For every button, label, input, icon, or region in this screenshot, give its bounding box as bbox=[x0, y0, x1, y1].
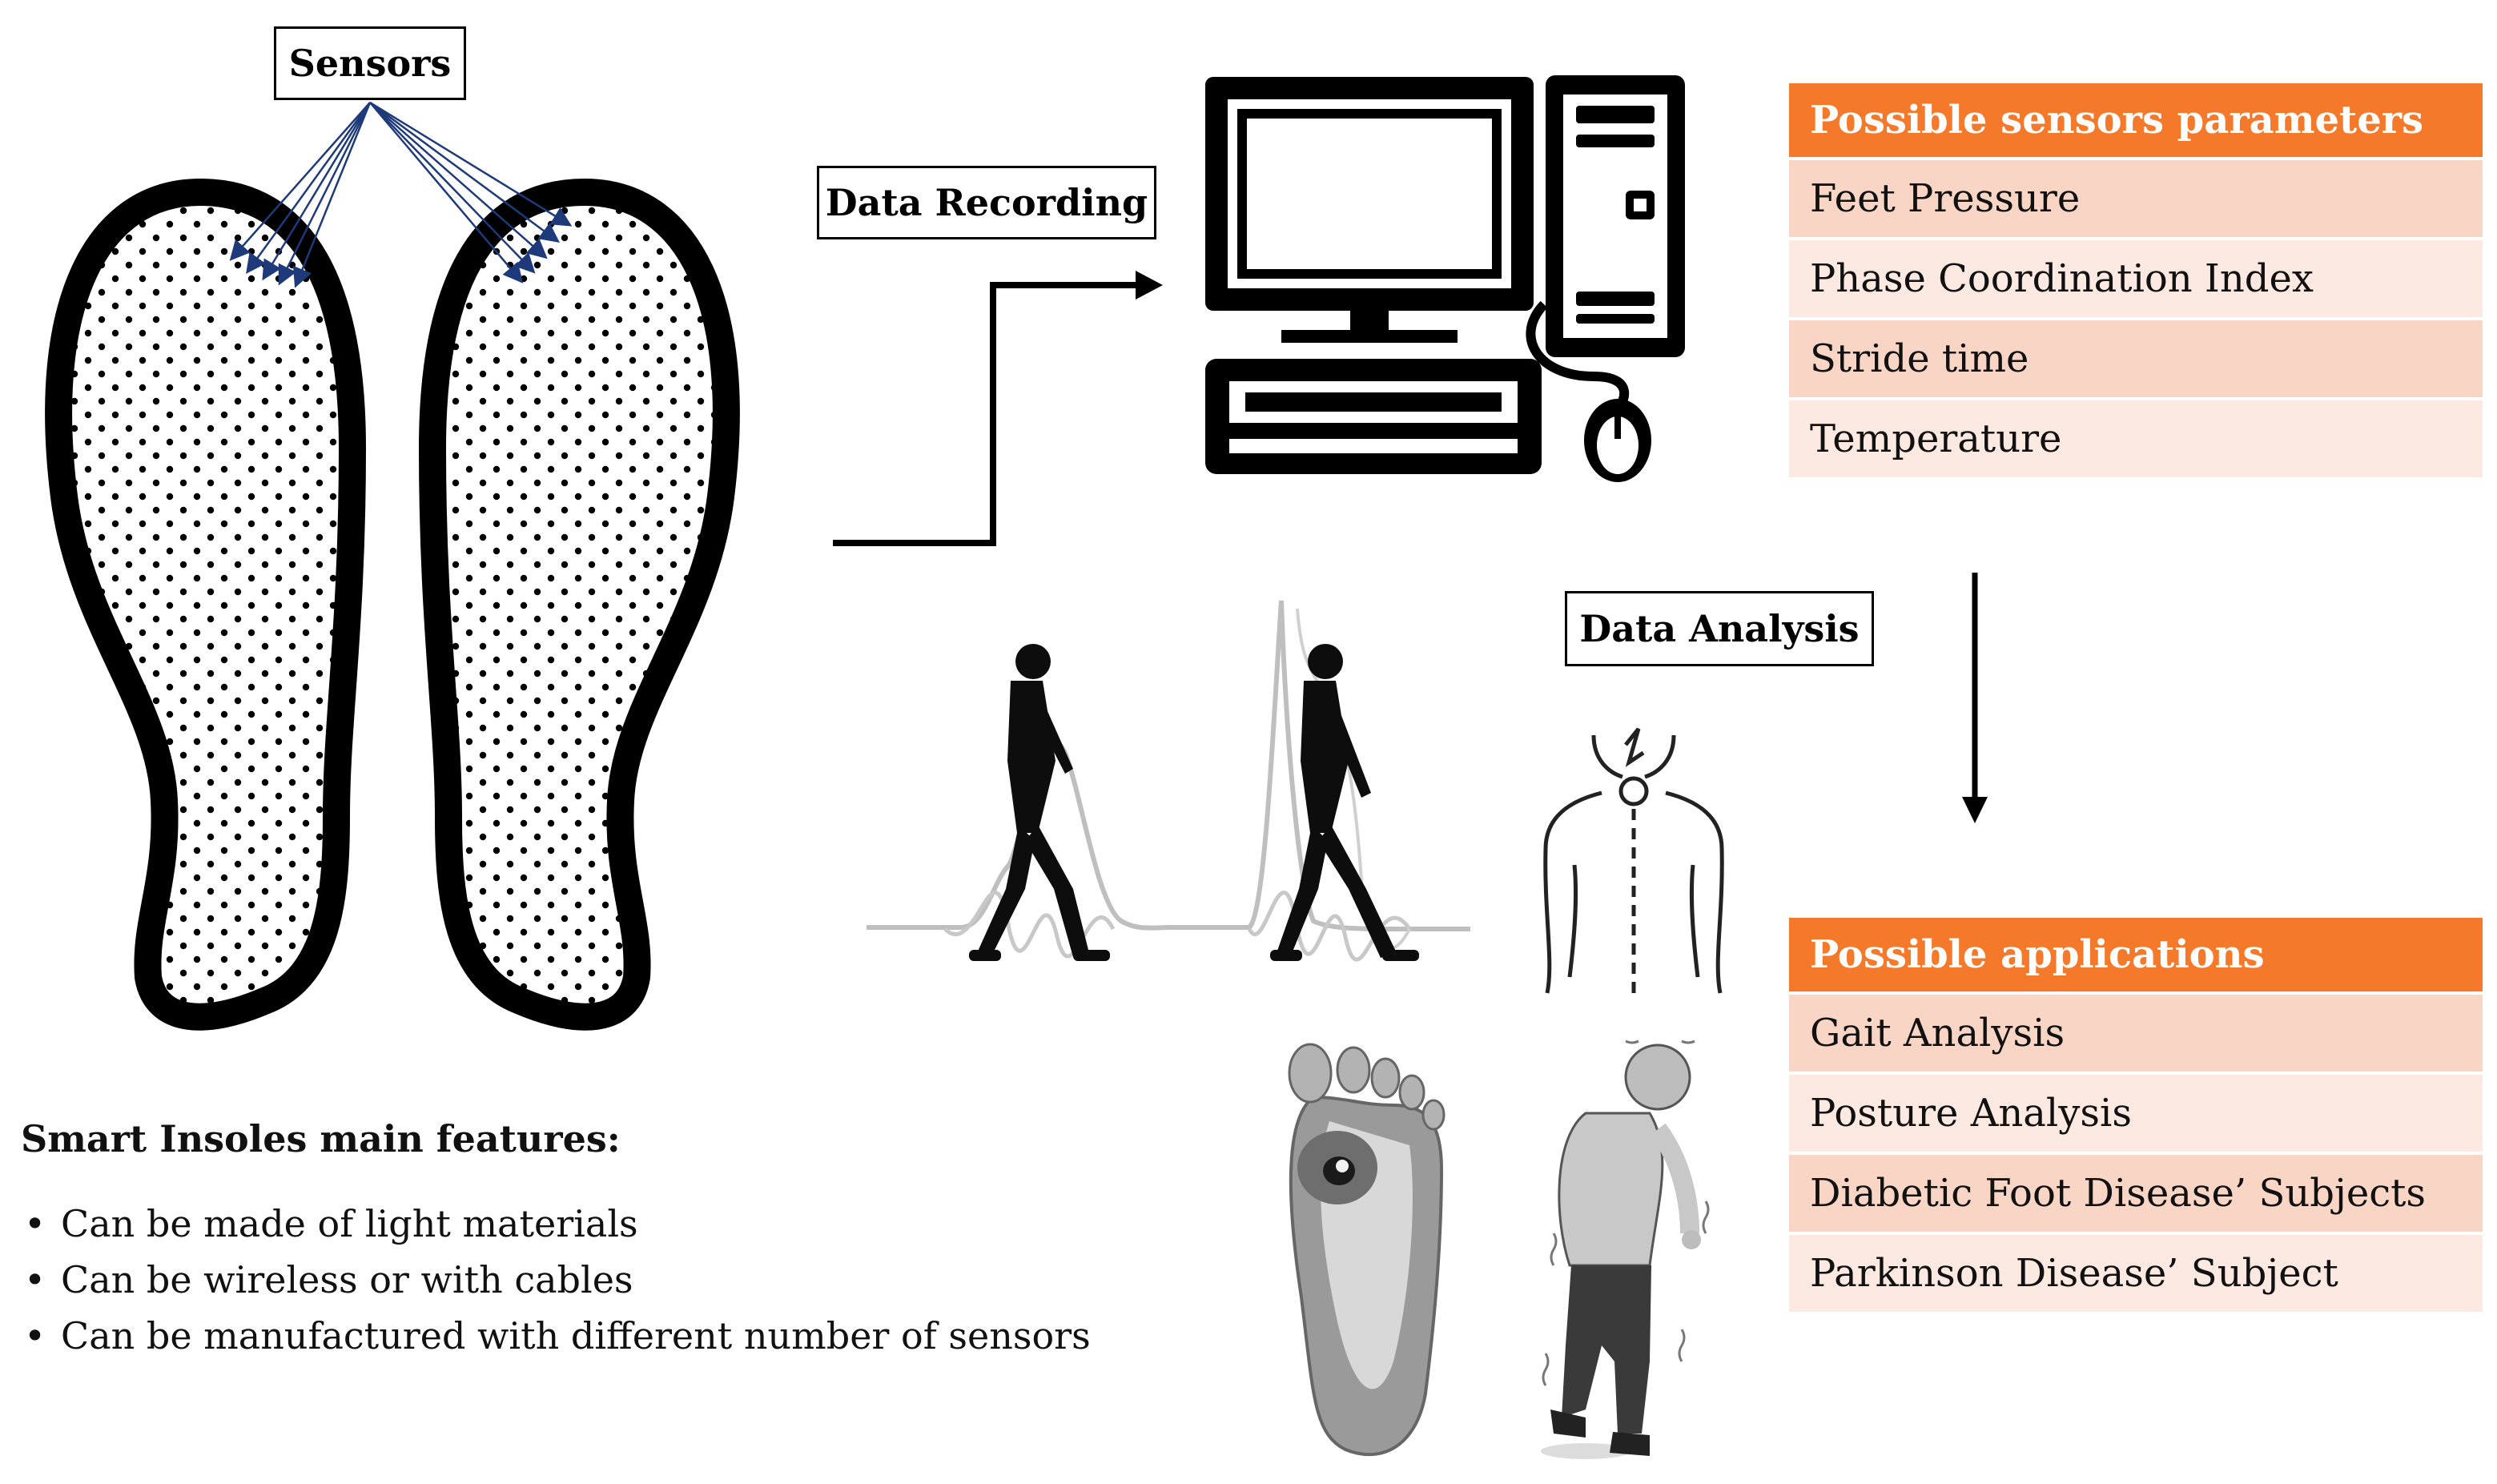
applications-table-row: Diabetic Foot Disease’ Subjects bbox=[1789, 1155, 2483, 1232]
computer-icon bbox=[1205, 75, 1685, 482]
features-list: • Can be made of light materials • Can be … bbox=[21, 1196, 1270, 1364]
applications-table-row: Parkinson Disease’ Subject bbox=[1789, 1235, 2483, 1312]
data-analysis-label: Data Analysis bbox=[1565, 591, 1874, 666]
sensors-table-row: Phase Coordination Index bbox=[1789, 240, 2483, 317]
feature-item: • Can be wireless or with cables bbox=[21, 1252, 1270, 1308]
left-insole-icon bbox=[45, 178, 367, 1031]
parkinson-person-icon bbox=[1541, 1040, 1710, 1459]
sensors-parameters-table: Possible sensors parameters Feet Pressur… bbox=[1789, 83, 2483, 477]
walking-person-icon bbox=[867, 600, 1470, 962]
right-insole-icon bbox=[418, 178, 740, 1031]
sensors-label: Sensors bbox=[274, 26, 466, 100]
feature-text: Can be manufactured with different numbe… bbox=[61, 1314, 1091, 1357]
sensor-arrows bbox=[229, 101, 573, 288]
recording-arrow bbox=[833, 271, 1163, 546]
feature-item: • Can be manufactured with different numb… bbox=[21, 1308, 1270, 1364]
analysis-arrow bbox=[1962, 573, 1988, 823]
features-title: Smart Insoles main features: bbox=[21, 1117, 621, 1160]
applications-table-row: Posture Analysis bbox=[1789, 1075, 2483, 1152]
sensors-table-row: Feet Pressure bbox=[1789, 160, 2483, 237]
feature-text: Can be made of light materials bbox=[61, 1202, 638, 1245]
features-section: Smart Insoles main features: • Can be mad… bbox=[21, 1117, 1270, 1364]
sensors-table-header: Possible sensors parameters bbox=[1789, 83, 2483, 157]
sensors-table-row: Temperature bbox=[1789, 400, 2483, 477]
data-recording-label: Data Recording bbox=[817, 166, 1156, 239]
applications-table: Possible applications Gait Analysis Post… bbox=[1789, 918, 2483, 1312]
bullet: • bbox=[24, 1314, 46, 1357]
feature-text: Can be wireless or with cables bbox=[61, 1258, 633, 1301]
bullet: • bbox=[24, 1258, 46, 1301]
feature-item: • Can be made of light materials bbox=[21, 1196, 1270, 1252]
applications-table-row: Gait Analysis bbox=[1789, 995, 2483, 1072]
spine-pain-icon bbox=[1543, 727, 1724, 1001]
bullet: • bbox=[24, 1202, 46, 1245]
diabetic-foot-icon bbox=[1288, 1043, 1446, 1457]
applications-table-header: Possible applications bbox=[1789, 918, 2483, 991]
sensors-table-row: Stride time bbox=[1789, 320, 2483, 397]
